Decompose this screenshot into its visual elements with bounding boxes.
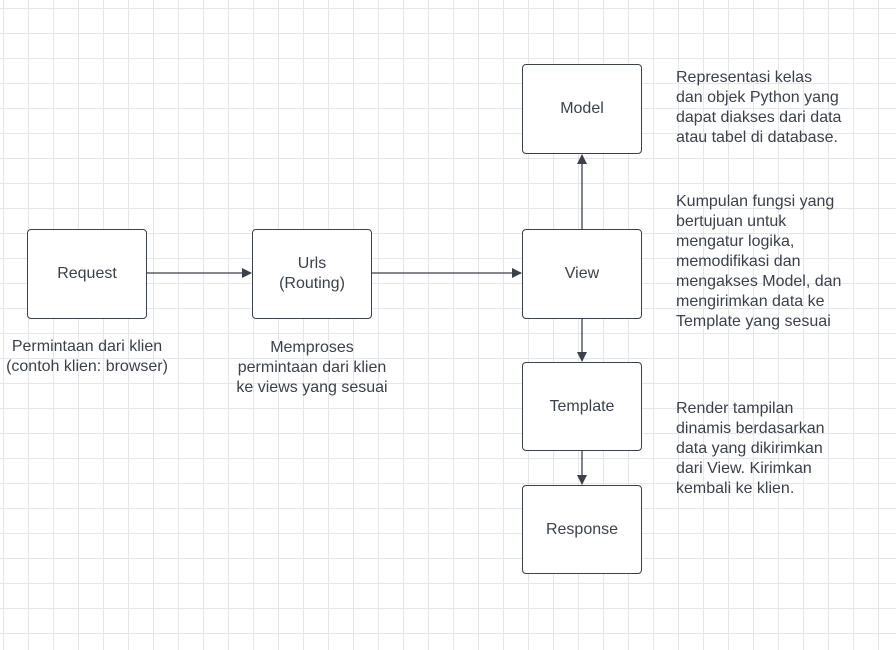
model-node[interactable]: Model [522, 64, 642, 154]
urls-annotation: Memproses permintaan dari klien ke views… [236, 339, 388, 396]
template-annotation: Render tampilan dinamis berdasarkan data… [676, 400, 825, 497]
model-node-label: Model [560, 100, 604, 117]
view-node[interactable]: View [522, 229, 642, 319]
template-node-label: Template [549, 397, 615, 415]
response-node[interactable]: Response [522, 485, 642, 574]
urls-node-label: Urls (Routing) [279, 255, 345, 292]
view-node-label: View [564, 265, 600, 282]
response-node-label: Response [545, 520, 619, 538]
model-annotation: Representasi kelas dan objek Python yang… [676, 69, 842, 146]
view-annotation: Kumpulan fungsi yang bertujuan untuk men… [676, 193, 842, 330]
request-node-label: Request [57, 265, 117, 282]
request-annotation: Permintaan dari klien (contoh klien: bro… [6, 338, 168, 375]
template-node[interactable]: Template [522, 362, 642, 451]
urls-node[interactable]: Urls (Routing) [252, 229, 372, 319]
request-node[interactable]: Request [27, 229, 147, 319]
